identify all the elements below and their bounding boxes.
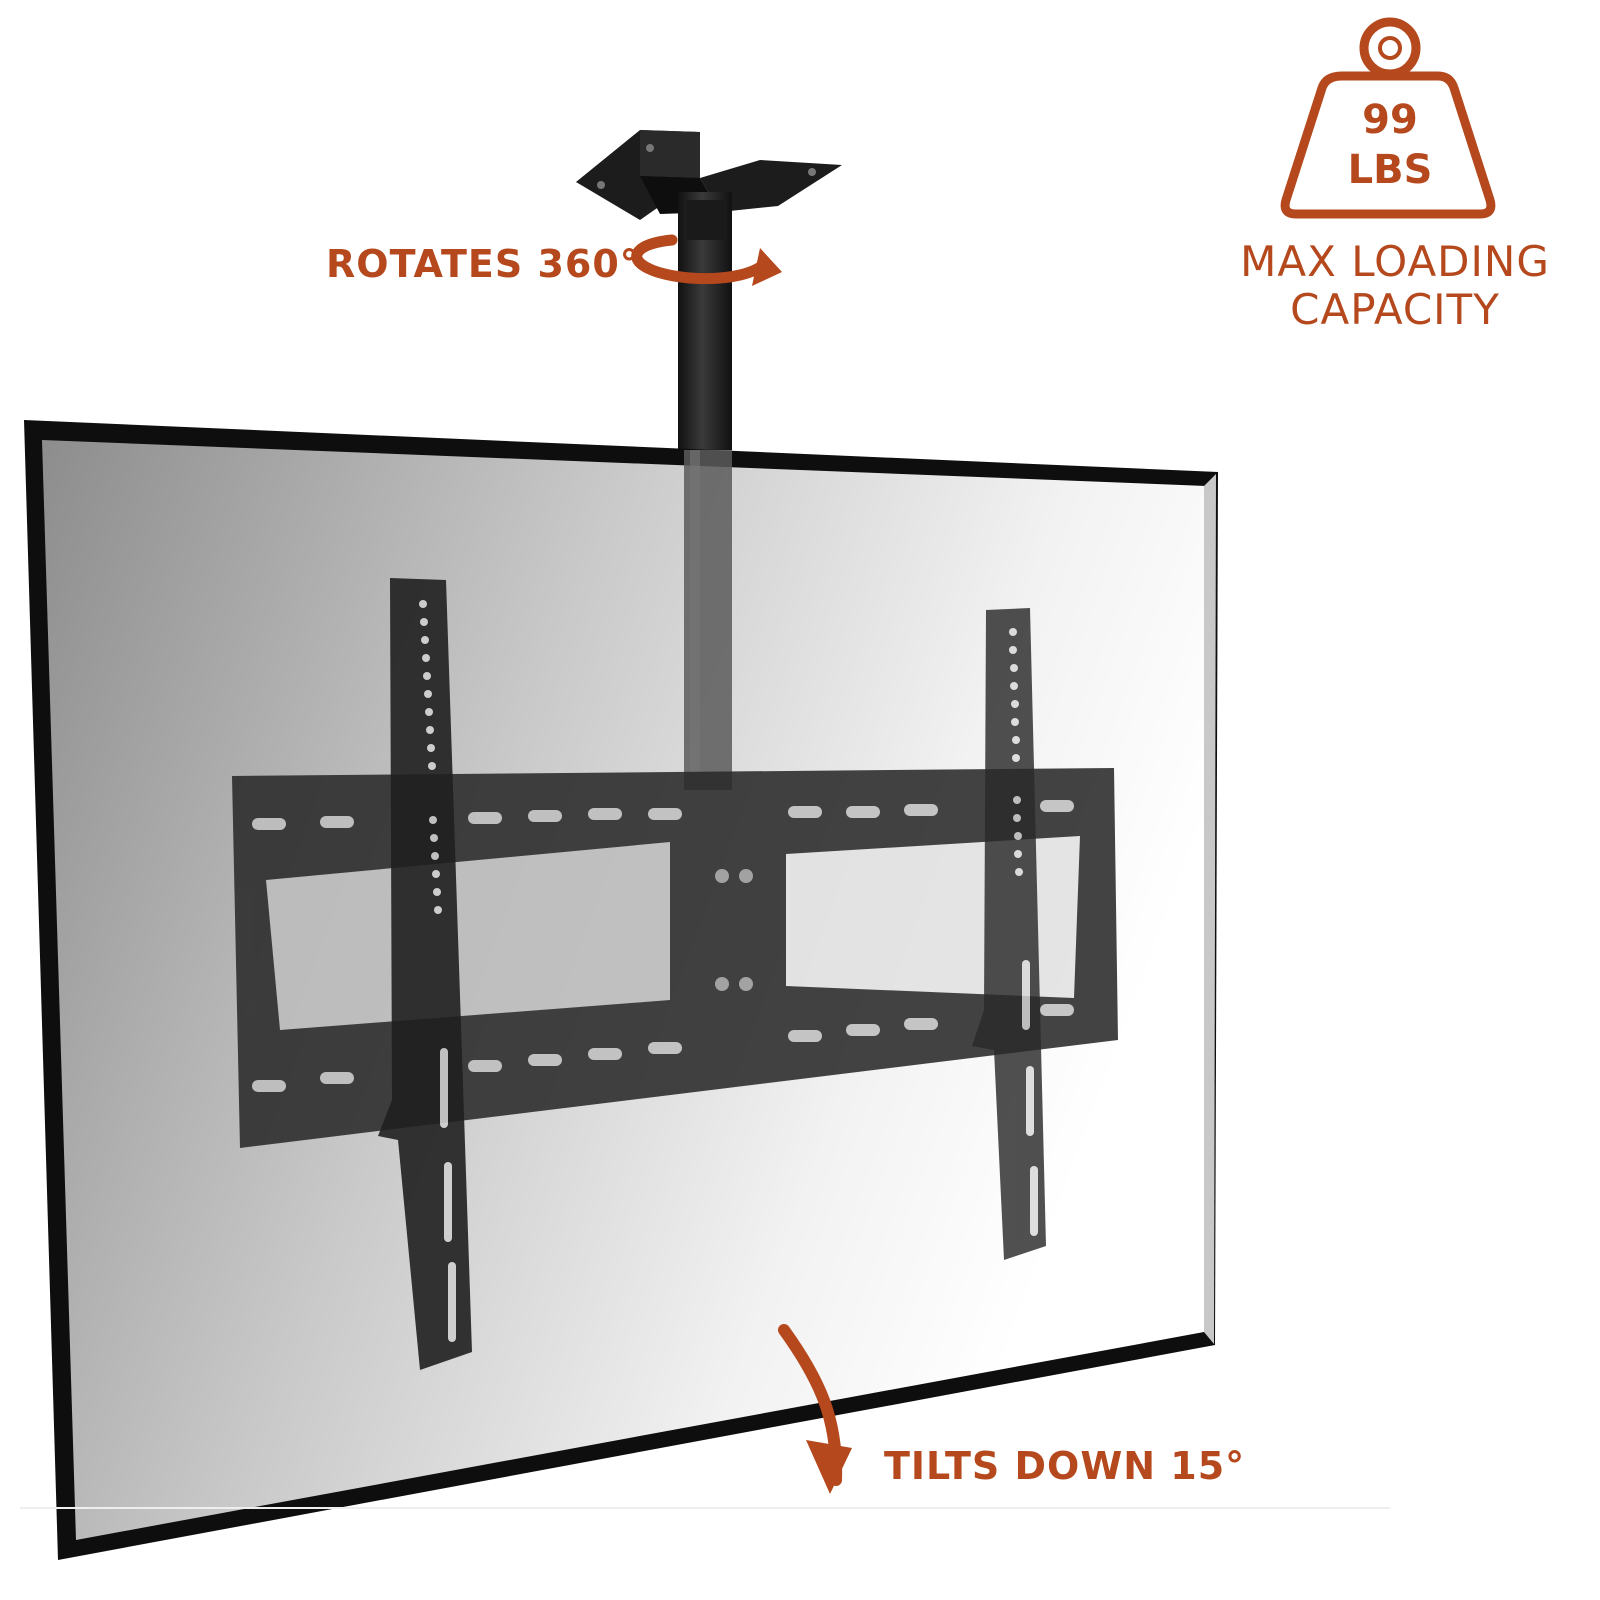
right-mount-arm	[972, 608, 1046, 1260]
capacity-line-1: MAX LOADING	[1240, 237, 1550, 286]
max-loading-capacity-label: MAX LOADING CAPACITY	[1222, 238, 1568, 334]
left-mount-arm	[378, 578, 472, 1370]
weight-unit: LBS	[1347, 147, 1433, 193]
rotate-callout: ROTATES 360°	[326, 242, 640, 286]
tilt-arrow-icon	[778, 1324, 852, 1494]
weight-value: 99	[1362, 97, 1418, 143]
capacity-line-2: CAPACITY	[1290, 285, 1500, 334]
rotate-arrow-icon	[631, 234, 782, 286]
weight-icon	[1280, 17, 1496, 219]
tilt-callout: TILTS DOWN 15°	[884, 1444, 1246, 1488]
